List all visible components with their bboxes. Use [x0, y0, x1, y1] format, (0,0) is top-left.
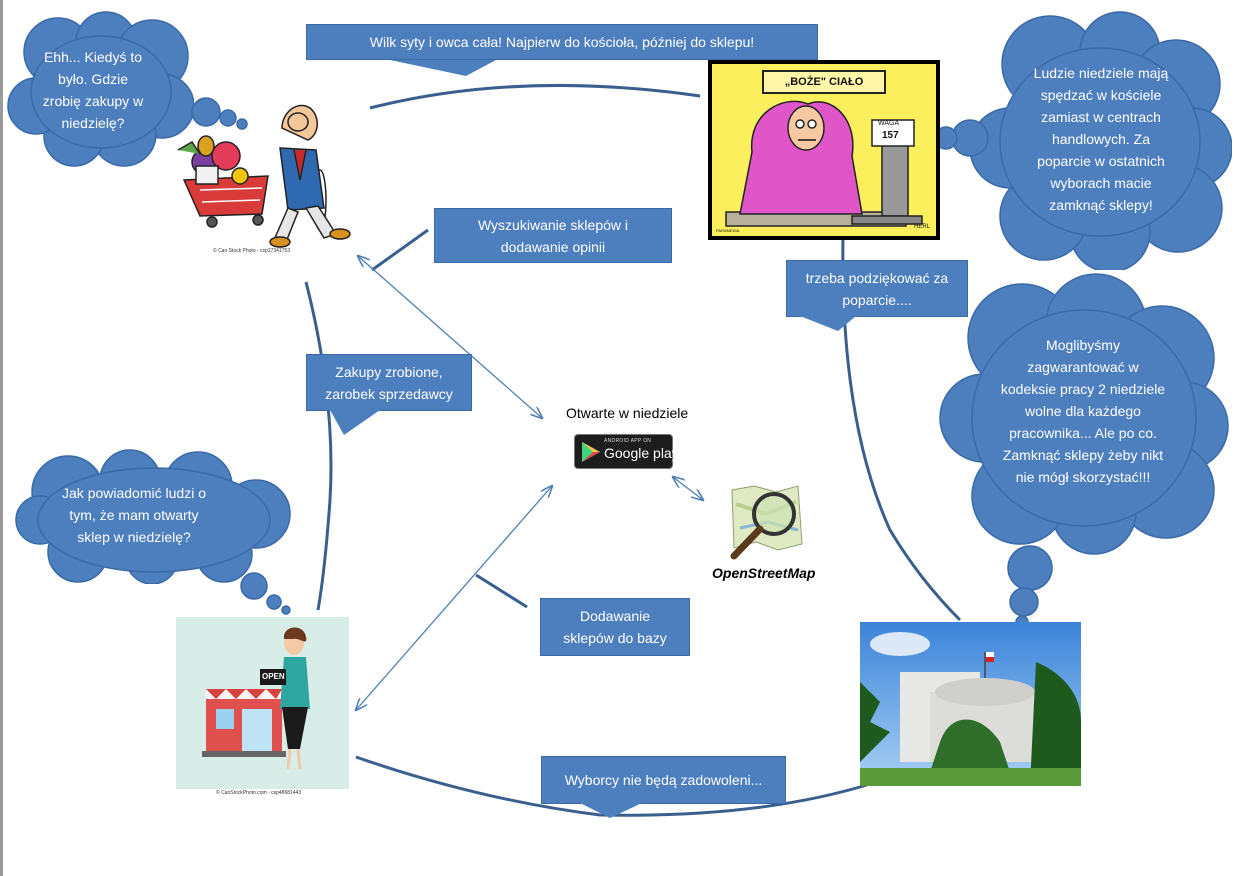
arrow-shopper	[358, 256, 542, 418]
cloud-topleft: Ehh... Kiedyś to było. Gdzie zrobię zaku…	[6, 10, 194, 170]
shop-illustration: OPEN	[176, 617, 349, 789]
callout-zakupy-pointer	[330, 410, 380, 435]
callout-zakupy: Zakupy zrobione, zarobek sprzedawcy	[306, 354, 472, 411]
callout-podziekowac: trzeba podziękować za poparcie....	[786, 260, 968, 317]
cloud-topright: Ludzie niedziele mają spędzać w kościele…	[970, 8, 1232, 270]
callout-podziekowac-pointer	[800, 316, 856, 331]
play-store-icon	[582, 442, 600, 462]
google-play-text: Google play	[604, 445, 679, 461]
callout-wyszukiwanie: Wyszukiwanie sklepów i dodawanie opinii	[434, 208, 672, 263]
osm-logo-icon	[730, 485, 803, 560]
cloud-shape	[15, 449, 291, 584]
leader-dodawanie	[475, 573, 528, 609]
arrow-shop	[356, 486, 552, 710]
callout-podziekowac-text: trzeba podziękować za poparcie....	[805, 269, 949, 308]
cartoon-scale-label: WAGA	[878, 120, 900, 127]
cartoon-small-credit: PARAMEDIA	[716, 228, 740, 233]
callout-wyborcy: Wyborcy nie będą zadowoleni...	[541, 756, 786, 804]
leader-wyszukiwanie	[371, 228, 429, 272]
callout-wyborcy-text: Wyborcy nie będą zadowoleni...	[564, 772, 763, 788]
shopper-credit: © Can Stock Photo - csp27341753	[213, 248, 291, 254]
cloud-topleft-text: Ehh... Kiedyś to było. Gdzie zrobię zaku…	[42, 49, 144, 131]
center-title: Otwarte w niedziele	[566, 405, 689, 421]
google-play-small: ANDROID APP ON	[604, 438, 652, 444]
osm-label: OpenStreetMap	[712, 565, 816, 581]
callout-wilk: Wilk syty i owca cała! Najpierw do kości…	[306, 24, 818, 60]
shop-credit: © CanStockPhoto.com - csp48681443	[216, 790, 302, 796]
sejm-photo	[860, 622, 1081, 786]
curve-left	[304, 281, 333, 611]
callout-zakupy-text: Zakupy zrobione, zarobek sprzedawcy	[325, 363, 453, 402]
callout-wilk-text: Wilk syty i owca cała! Najpierw do kości…	[369, 34, 755, 50]
callout-dodawanie: Dodawanie sklepów do bazy	[540, 598, 690, 656]
left-edge-bar	[0, 0, 3, 876]
cloud-midleft-bubbles	[240, 572, 291, 615]
curve-top	[369, 83, 701, 110]
cartoon-frame: „BOŻE" CIAŁO WAGA 157 HERL PARAMEDIA	[708, 60, 940, 240]
cloud-shape	[970, 11, 1232, 270]
callout-wyszukiwanie-text: Wyszukiwanie sklepów i dodawanie opinii	[477, 216, 629, 255]
cartoon-banner: „BOŻE" CIAŁO	[762, 70, 886, 94]
google-play-badge[interactable]: ANDROID APP ON Google play	[574, 434, 679, 469]
callout-wyborcy-pointer	[580, 803, 642, 818]
arrow-osm	[673, 477, 703, 500]
sejm-drawing	[860, 632, 1081, 786]
cloud-midleft: Jak powiadomić ludzi o tym, że mam otwar…	[12, 446, 296, 584]
cloud-midright-bubbles	[1007, 545, 1053, 629]
cloud-midright-text: Moglibyśmy zagwarantować w kodeksie prac…	[1000, 337, 1166, 485]
cartoon-drawing	[725, 100, 923, 227]
shop-drawing	[202, 627, 310, 770]
cartoon-signature: HERL	[914, 224, 931, 230]
shop-open-sign: OPEN	[262, 672, 285, 681]
shopper-illustration	[177, 104, 351, 248]
cartoon-panel: „BOŻE" CIAŁO WAGA 157 HERL PARAMEDIA	[712, 64, 936, 236]
curve-bottom	[355, 755, 871, 817]
callout-wilk-pointer	[390, 60, 496, 76]
cloud-topleft-bubbles	[191, 97, 248, 130]
cloud-topright-text: Ludzie niedziele mają spędzać w kościele…	[1033, 65, 1169, 213]
callout-dodawanie-text: Dodawanie sklepów do bazy	[563, 608, 667, 646]
cartoon-scale-value: 157	[882, 130, 899, 141]
cloud-midright: Moglibyśmy zagwarantować w kodeksie prac…	[936, 266, 1230, 556]
cloud-shape	[939, 273, 1229, 555]
cloud-midleft-text: Jak powiadomić ludzi o tym, że mam otwar…	[62, 485, 206, 545]
cloud-shape	[7, 11, 194, 167]
